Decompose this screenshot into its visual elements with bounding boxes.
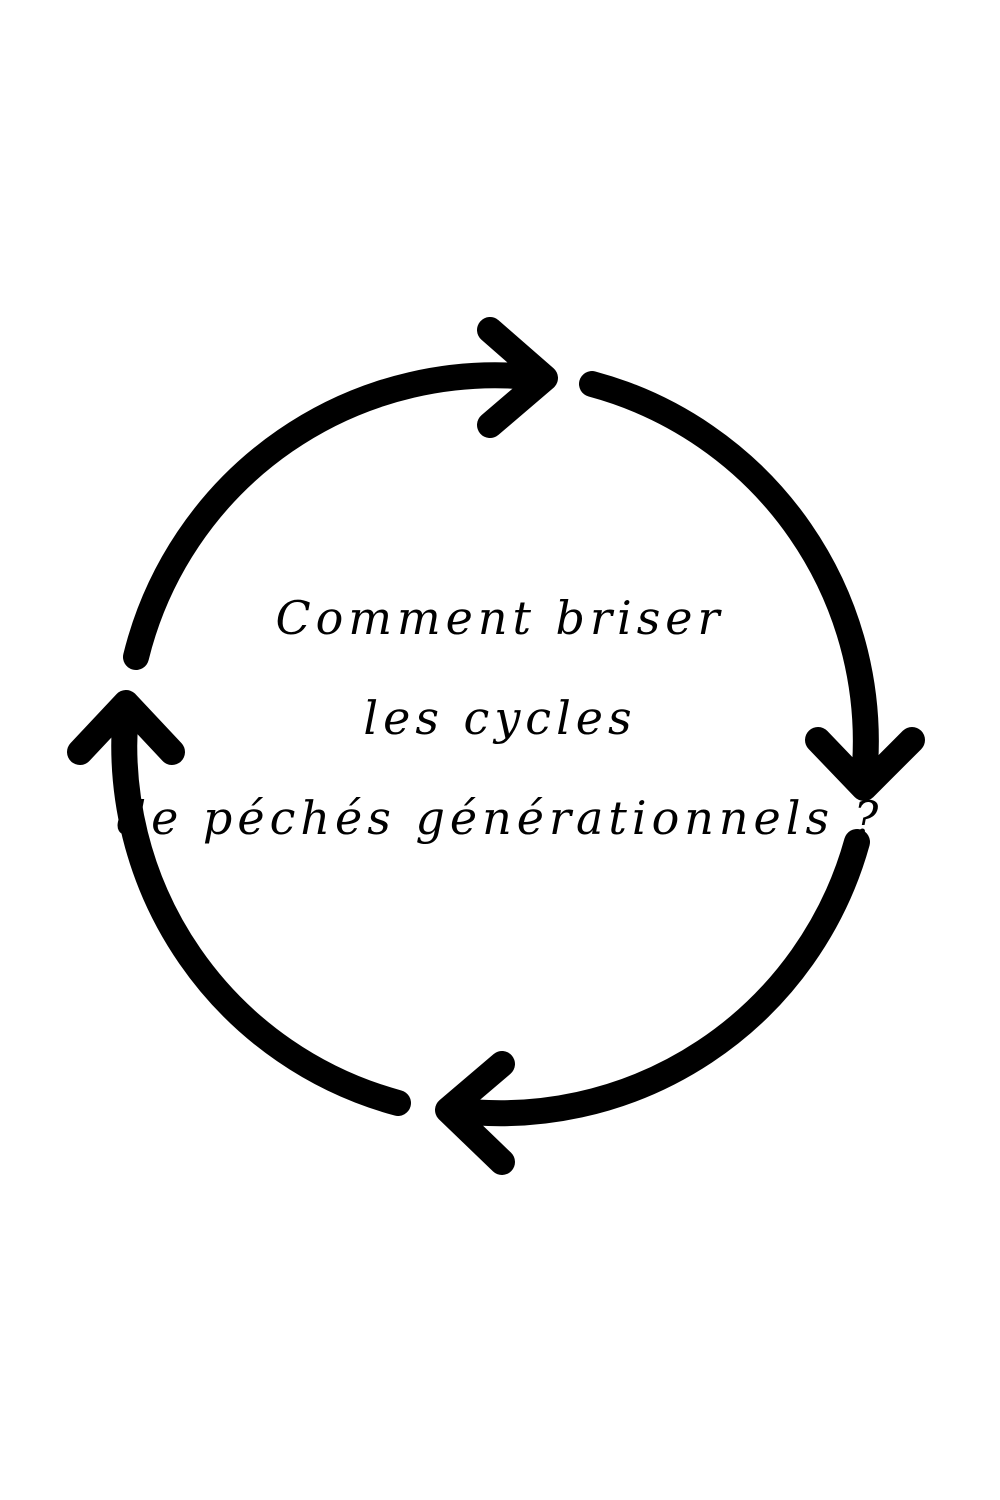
caption-line-3: de péchés générationnels ? xyxy=(116,791,884,845)
arrow-top-right xyxy=(579,371,925,801)
arrow-top-right-head-icon xyxy=(805,727,925,801)
arrow-top-left-head-icon xyxy=(477,317,558,438)
arrow-bottom-right-head-icon xyxy=(435,1051,515,1175)
arrow-bottom-left-shaft xyxy=(111,697,411,1116)
arrow-bottom-left xyxy=(67,690,411,1116)
arrow-bottom-left-head-icon xyxy=(67,690,185,765)
arrow-top-left xyxy=(123,317,558,670)
caption-line-2: les cycles xyxy=(363,691,637,745)
arrow-top-right-shaft xyxy=(579,371,879,791)
diagram-caption: Comment briser les cycles de péchés géné… xyxy=(100,568,900,868)
arrow-bottom-right xyxy=(435,829,870,1175)
arrow-bottom-right-shaft xyxy=(439,829,870,1127)
arrow-top-left-shaft xyxy=(123,362,553,670)
caption-line-1: Comment briser xyxy=(275,591,725,645)
